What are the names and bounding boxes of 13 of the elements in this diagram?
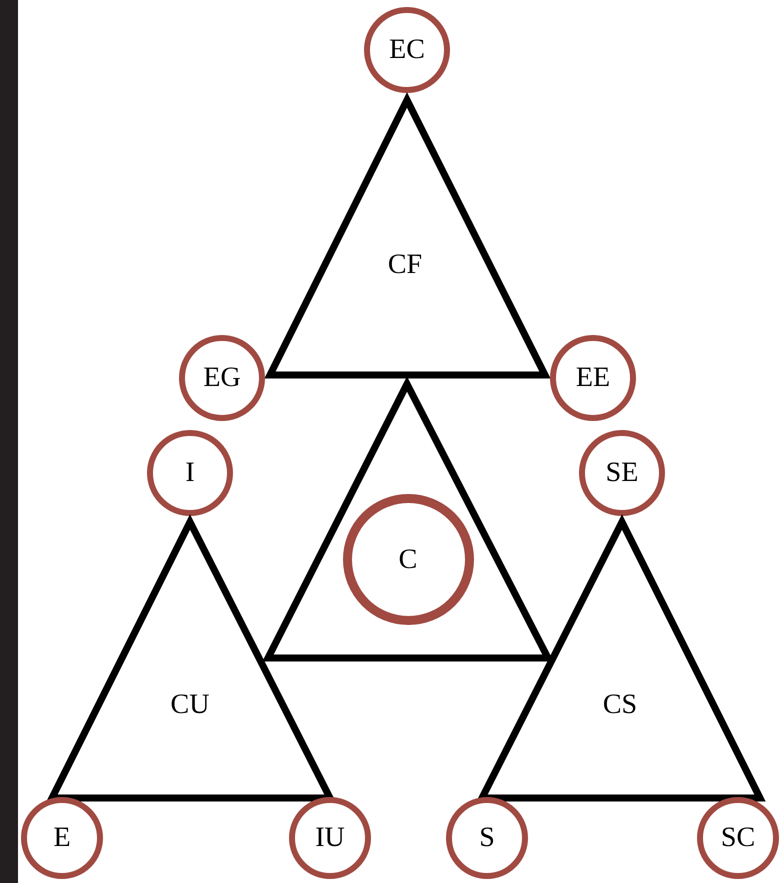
- node-label: IU: [315, 823, 345, 853]
- node-label: E: [53, 823, 71, 853]
- node-label: I: [185, 458, 195, 488]
- node-label: CF: [388, 250, 422, 280]
- node-label: EG: [203, 363, 241, 393]
- node-label: SC: [720, 823, 756, 853]
- node-label: EE: [576, 363, 610, 393]
- node-label: CU: [170, 690, 210, 720]
- node-label: S: [479, 823, 495, 853]
- node-label: SE: [606, 458, 638, 488]
- node-label: C: [398, 544, 418, 575]
- node-label: CS: [602, 690, 638, 720]
- node-label: EC: [389, 35, 425, 65]
